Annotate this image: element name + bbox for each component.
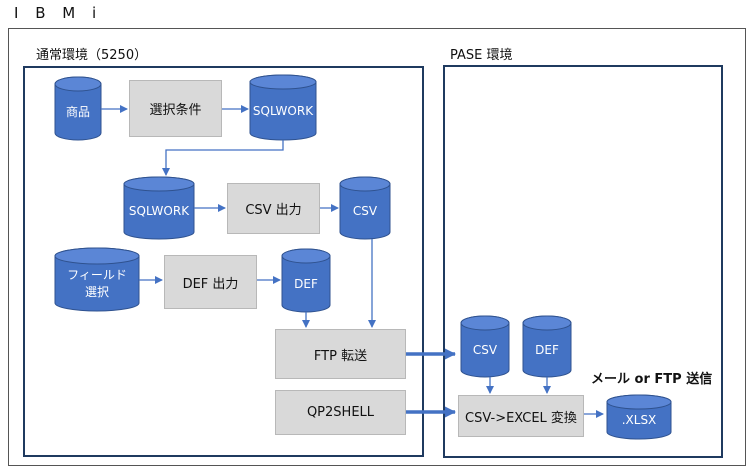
xlsx-label: .XLSX (621, 413, 657, 427)
pase-env-label: PASE 環境 (450, 48, 513, 63)
field-select-label: フィールド 選択 (55, 264, 139, 303)
def2-label: DEF (535, 342, 559, 357)
xlsx-cylinder (606, 394, 672, 440)
arrow-sqlwork-sqlwork (162, 140, 284, 176)
sqlwork2-cylinder (123, 176, 195, 240)
qp2shell-box: QP2SHELL (275, 390, 406, 435)
csv-output-box: CSV 出力 (227, 183, 320, 234)
csv1-label: CSV (352, 204, 378, 218)
ibmi-frame (8, 28, 746, 466)
field-select-line2: 選択 (84, 284, 109, 299)
sqlwork2-label: SQLWORK (128, 204, 190, 218)
csv1-cylinder (339, 176, 391, 240)
diagram-title: I B M i (14, 4, 103, 22)
csv2-label: CSV (472, 342, 498, 357)
def1-label: DEF (294, 276, 318, 291)
def1-cylinder (281, 248, 331, 313)
pase-env-panel (443, 65, 723, 458)
def-output-box: DEF 出力 (164, 255, 257, 309)
shohin-label: 商品 (65, 104, 90, 119)
sqlwork1-cylinder (249, 74, 317, 141)
normal-env-panel (23, 66, 424, 457)
field-select-cylinder (54, 247, 140, 312)
def2-cylinder (522, 315, 572, 378)
normal-env-label: 通常環境（5250） (36, 48, 148, 63)
csv2-cylinder (460, 315, 510, 378)
shohin-cylinder (54, 76, 102, 141)
sentaku-joken-box: 選択条件 (129, 80, 222, 137)
field-select-line1: フィールド (67, 267, 127, 282)
ftp-transfer-box: FTP 転送 (275, 329, 406, 379)
delivery-note: メール or FTP 送信 (591, 372, 713, 387)
csv-excel-convert-box: CSV->EXCEL 変換 (458, 395, 584, 437)
sqlwork1-label: SQLWORK (252, 103, 314, 118)
